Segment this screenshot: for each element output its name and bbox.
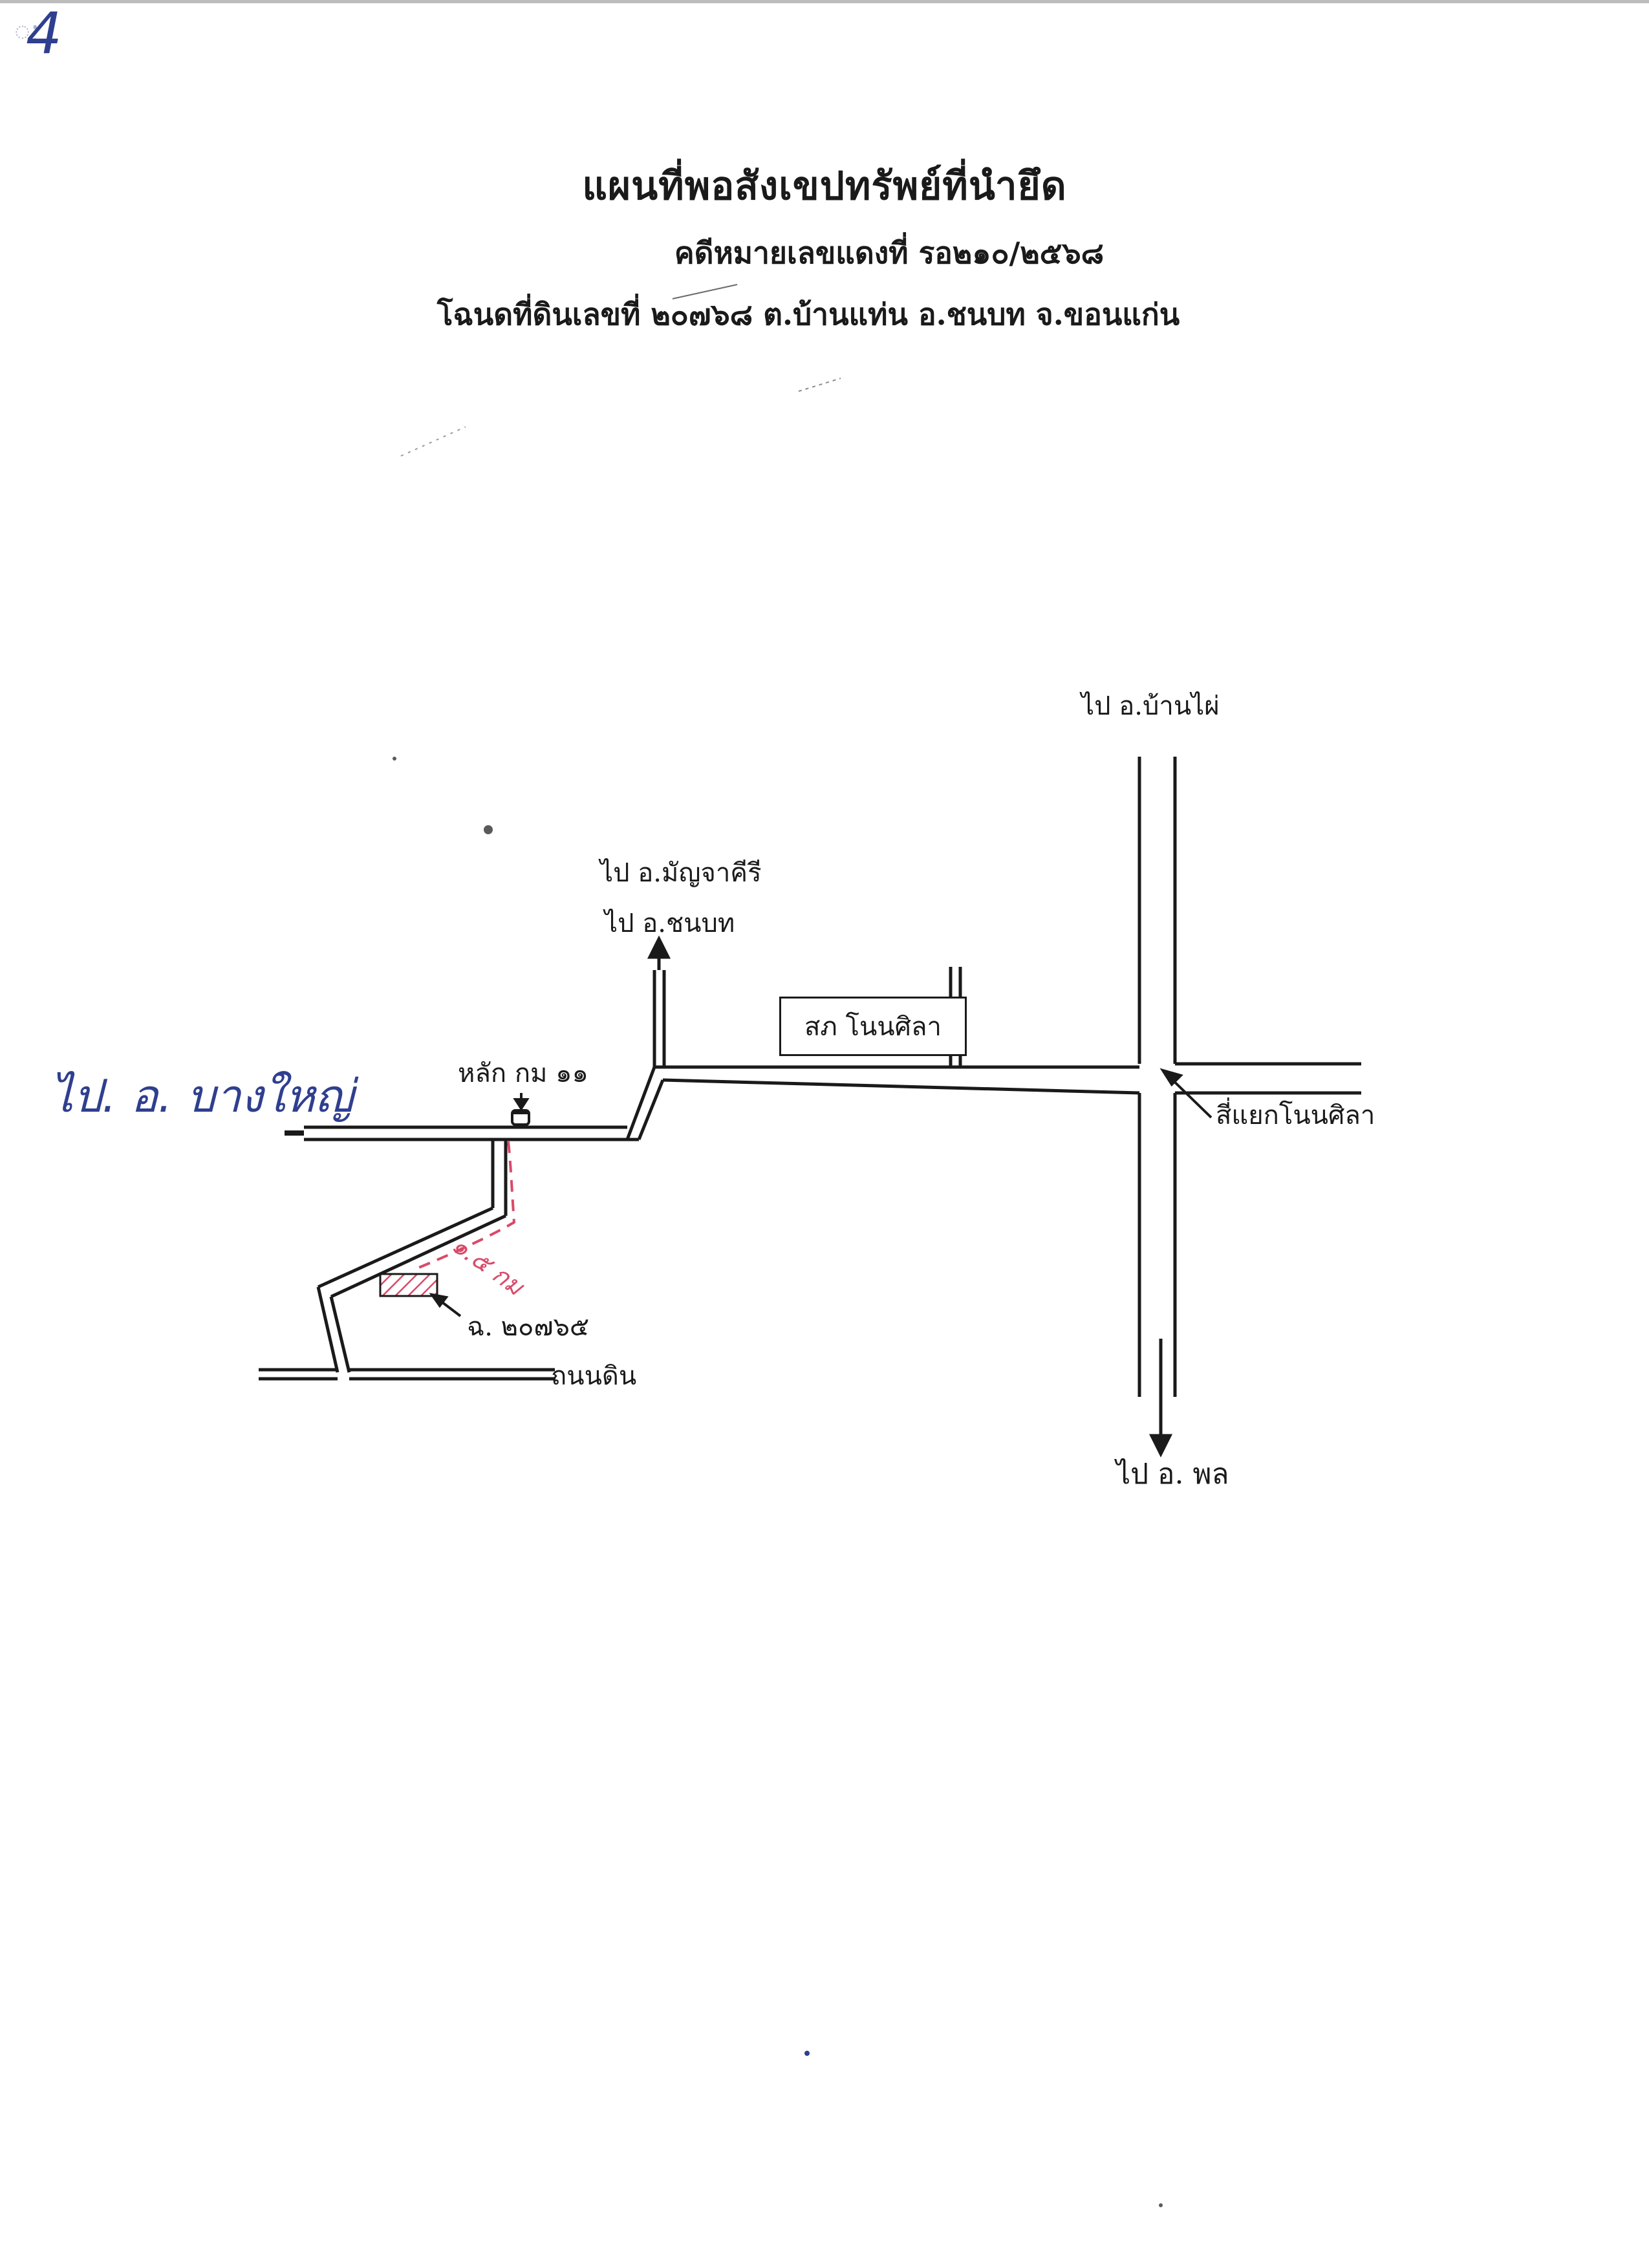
- highway-north-south: [1137, 757, 1177, 1397]
- deed-details: โฉนดที่ดินเลขที่ ๒๐๗๖๘ ต.บ้านแท่น อ.ชนบท…: [436, 297, 1180, 332]
- main-road: [285, 1065, 1140, 1141]
- arrow-icon-plot: [429, 1293, 462, 1317]
- plot-parcel: [379, 1273, 438, 1297]
- south-branch-road: [316, 1139, 508, 1373]
- label-to-phon: ไป อ. พล: [1116, 1458, 1229, 1491]
- arrow-icon-south: [1148, 1339, 1173, 1458]
- km-post-icon: [511, 1093, 530, 1126]
- road-north-spur: [652, 970, 666, 1067]
- label-km-marker: หลัก กม ๑๑: [458, 1059, 588, 1088]
- east-road: [1175, 1062, 1361, 1095]
- label-intersection: สี่แยกโนนศิลา: [1216, 1101, 1375, 1130]
- scan-speckles: [393, 284, 1163, 2207]
- page-title: แผนที่พอสังเขปทรัพย์ที่นำยึด: [582, 164, 1067, 209]
- label-plot: ฉ. ๒๐๗๖๕: [467, 1312, 590, 1342]
- label-to-manchakhiri: ไป อ.มัญจาคีรี: [600, 858, 762, 888]
- label-dirt-road: ถนนดิน: [551, 1361, 637, 1391]
- school-box: สภ โนนศิลา: [779, 997, 967, 1056]
- scan-mark: ៈ: [14, 17, 40, 50]
- arrow-icon-intersection: [1159, 1068, 1212, 1119]
- arrow-icon-north: [647, 935, 671, 970]
- label-to-chonnabot: ไป อ.ชนบท: [605, 909, 735, 938]
- label-to-ban-phai: ไป อ.บ้านไผ่: [1081, 691, 1220, 721]
- dirt-road: [259, 1368, 555, 1381]
- scan-top-edge: [0, 0, 1649, 3]
- route-to-plot: [418, 1141, 516, 1269]
- label-to-ban-yai-handwritten: ไป. อ. บางใหญ่: [50, 1070, 354, 1123]
- page-number-handwritten: 4: [26, 0, 62, 67]
- case-number: คดีหมายเลขแดงที่ รอ๒๑๐/๒๕๖๘: [674, 235, 1105, 270]
